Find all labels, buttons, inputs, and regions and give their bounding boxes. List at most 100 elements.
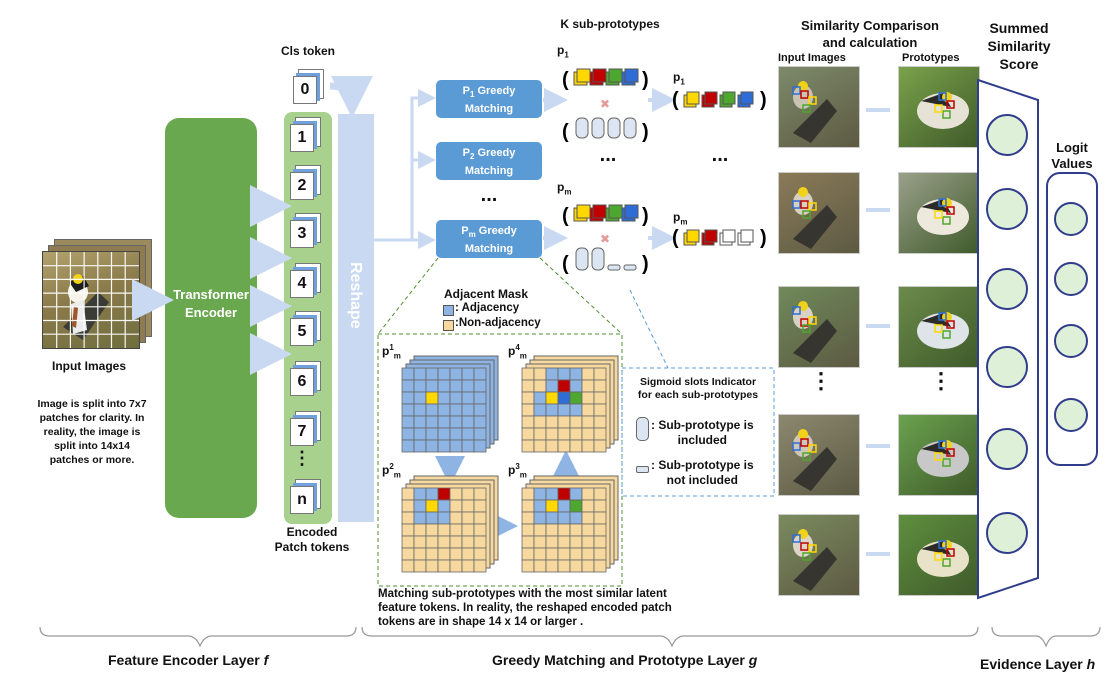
mask-grid-cell xyxy=(593,547,607,561)
mask-grid-cell xyxy=(581,391,595,405)
sigmoid-zoom-line xyxy=(629,289,669,369)
input-caption-line: Image is split into 7x7 xyxy=(37,398,147,410)
mask-grid-cell xyxy=(425,547,439,561)
mask-grid-cell xyxy=(533,535,547,549)
pm-output-label: pm xyxy=(673,210,687,226)
mask-grid-cell xyxy=(473,559,487,573)
mask-grid-cell xyxy=(593,535,607,549)
mask-grid-cell xyxy=(437,439,451,453)
mask-grid-cell xyxy=(521,547,535,561)
pm-subprototype-cubes: ( ) ✖ ( ) xyxy=(562,204,649,275)
feature-encoder-layer-label: Feature Encoder Layer f xyxy=(108,652,268,668)
grid-sup: 4 xyxy=(515,343,520,352)
included-cylinder-icon xyxy=(636,417,649,441)
layer-symbol: h xyxy=(1086,656,1096,672)
mask-grid-cell xyxy=(557,559,571,573)
mask-grid-cell xyxy=(437,535,451,549)
mask-grid-cell xyxy=(557,487,571,501)
grid-sub: m xyxy=(519,351,527,361)
mask-grid-cell xyxy=(449,391,463,405)
mask-grid-cell xyxy=(401,403,415,417)
grid-p: p xyxy=(382,463,390,477)
mask-grid-cell xyxy=(413,427,427,441)
mask-grid-cell xyxy=(569,535,583,549)
mask-grid-cell xyxy=(449,499,463,513)
summed-title-line: Score xyxy=(999,56,1039,72)
k-subprototypes-title: K sub-prototypes xyxy=(560,17,660,31)
brace-evidence xyxy=(991,626,1101,648)
input-bird-image xyxy=(42,251,140,349)
mask-grid-cell xyxy=(557,535,571,549)
mask-grid-cell xyxy=(545,427,559,441)
mask-grid-cell xyxy=(461,415,475,429)
mask-grid-cell xyxy=(581,415,595,429)
similarity-prototypes-label: Prototypes xyxy=(902,52,960,64)
svg-text:): ) xyxy=(760,227,767,249)
grid-sup: 3 xyxy=(515,462,520,471)
mask-grid-cell xyxy=(425,403,439,417)
mask-grid-cell xyxy=(593,559,607,573)
mask-grid-cell xyxy=(437,499,451,513)
p-letter: p xyxy=(673,210,681,224)
mask-grid-cell xyxy=(569,403,583,417)
arrow-cls-reshape xyxy=(329,75,373,118)
mask-grid-cell xyxy=(569,439,583,453)
mask-grid-cell xyxy=(425,367,439,381)
grid-sub: m xyxy=(393,351,401,361)
mask-grid-cell xyxy=(593,391,607,405)
excluded-cylinder-icon xyxy=(636,466,649,473)
mask-grid-label-p2: p2m xyxy=(382,462,401,479)
mask-grid-cell xyxy=(473,523,487,537)
grid-sub: m xyxy=(519,470,527,480)
mask-grid-cell xyxy=(557,499,571,513)
patch-token: 4 xyxy=(290,270,314,298)
greedy-p: P xyxy=(462,147,470,159)
mask-grid-cell xyxy=(401,367,415,381)
mask-grid-cell xyxy=(557,367,571,381)
mask-grid-cell xyxy=(521,535,535,549)
mask-grid-cell xyxy=(593,499,607,513)
mask-grid-cell xyxy=(545,487,559,501)
mask-grid-cell xyxy=(593,367,607,381)
mask-grid-cell xyxy=(581,523,595,537)
similarity-input-photo xyxy=(778,514,860,596)
sigmoid-title: Sigmoid slots Indicator for each sub-pro… xyxy=(622,376,774,402)
mask-grid-cell xyxy=(401,427,415,441)
p-letter: p xyxy=(673,70,681,84)
bird-illustration xyxy=(43,252,139,348)
mask-grid-cell xyxy=(581,559,595,573)
mask-grid-cell xyxy=(581,499,595,513)
mask-grid-cell xyxy=(569,379,583,393)
mask-grid-cell xyxy=(533,415,547,429)
mask-grid-cell xyxy=(521,391,535,405)
encoded-tokens-label-line: Encoded xyxy=(286,525,338,539)
patch-token-ellipsis: ⋮ xyxy=(293,448,311,468)
mask-grid-cell xyxy=(401,559,415,573)
summed-score-node xyxy=(986,512,1028,554)
mask-grid-cell xyxy=(413,367,427,381)
zoom-line xyxy=(539,257,623,335)
mask-caption: Matching sub-prototypes with the most si… xyxy=(378,587,738,629)
excluded-label: : Sub-prototype is not included xyxy=(651,458,754,488)
similarity-prototype-photo xyxy=(898,286,980,368)
mask-grid-cell xyxy=(557,415,571,429)
mask-grid-cell xyxy=(413,439,427,453)
similarity-title-line: and calculation xyxy=(822,35,918,50)
mask-grid-label-p4: p4m xyxy=(508,343,527,360)
cross-icon: ✖ xyxy=(600,97,610,111)
included-label-line: : Sub-prototype is xyxy=(651,418,754,432)
mask-grid-cell xyxy=(545,523,559,537)
adjacency-legend-swatch xyxy=(443,305,454,316)
mask-grid-cell xyxy=(545,535,559,549)
mask-grid-cell xyxy=(581,379,595,393)
mask-grid-cell xyxy=(425,415,439,429)
svg-text:(: ( xyxy=(562,205,569,227)
excluded-label-line: : Sub-prototype is xyxy=(651,458,754,472)
p-sub: m xyxy=(564,187,572,197)
mask-grid-cell xyxy=(557,511,571,525)
brace-greedy xyxy=(361,626,979,648)
p1-subprototype-cubes: ( ) ✖ ( ) xyxy=(562,68,649,143)
mask-grid-label-p3: p3m xyxy=(508,462,527,479)
mask-grid-cell xyxy=(425,439,439,453)
mask-grid-cell xyxy=(449,535,463,549)
